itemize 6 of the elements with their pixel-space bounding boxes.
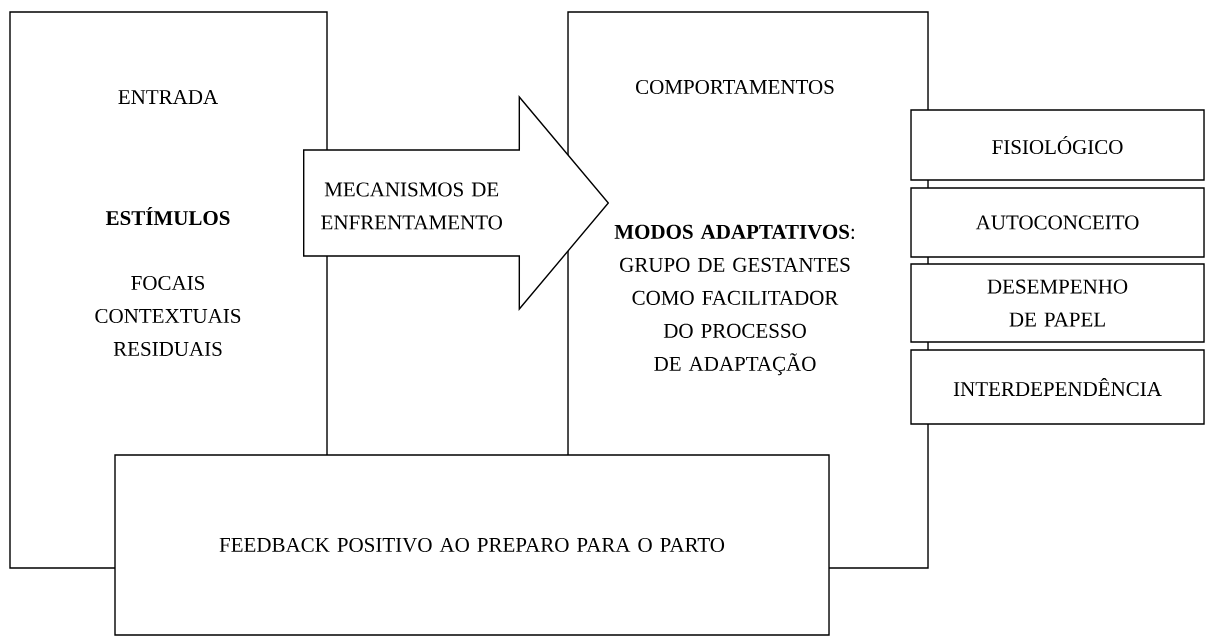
mode-box: AUTOCONCEITO <box>910 187 1205 258</box>
block-arrow <box>303 95 610 311</box>
mode-box: FISIOLÓGICO <box>910 109 1205 181</box>
mode-box: INTERDEPENDÊNCIA <box>910 349 1205 425</box>
mode-box: DESEMPENHO DE PAPEL <box>910 263 1205 343</box>
feedback-box: FEEDBACK POSITIVO AO PREPARO PARA O PARTO <box>114 454 830 636</box>
